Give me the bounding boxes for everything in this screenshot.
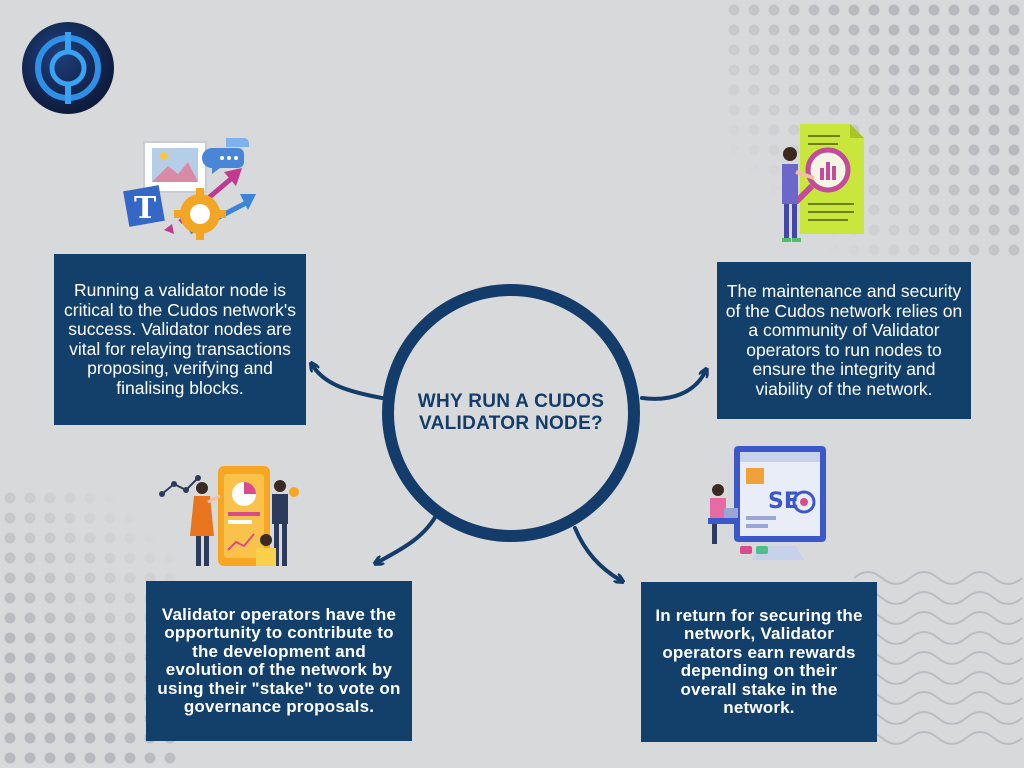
team-dashboard-icon [159,466,299,566]
info-text-bottom-left: Validator operators have the opportunity… [157,604,401,716]
info-text-top-left: Running a validator node is critical to … [64,280,296,398]
arrow-to-top-right [640,372,705,401]
center-title: WHY RUN A CUDOS VALIDATOR NODE? [417,391,605,434]
info-box-bottom-right: In return for securing the network, Vali… [641,582,877,742]
arrow-to-top-left [313,366,384,400]
info-text-bottom-right: In return for securing the network, Vali… [655,605,863,717]
magnifier-analysis-icon [782,124,864,242]
cudos-logo-icon [22,22,114,114]
arrow-to-bottom-right [573,526,620,580]
media-gear-icon: T [123,138,256,240]
info-box-top-left: Running a validator node is critical to … [54,254,306,425]
letter-t: T [134,191,157,226]
center-circle: WHY RUN A CUDOS VALIDATOR NODE? [382,284,640,542]
seo-monitor-icon: SE [708,446,826,560]
arrow-to-bottom-left [378,510,440,562]
wave-pattern [854,571,1023,745]
info-text-top-right: The maintenance and security of the Cudo… [725,281,963,399]
info-box-top-right: The maintenance and security of the Cudo… [717,262,971,419]
info-box-bottom-left: Validator operators have the opportunity… [146,581,412,741]
